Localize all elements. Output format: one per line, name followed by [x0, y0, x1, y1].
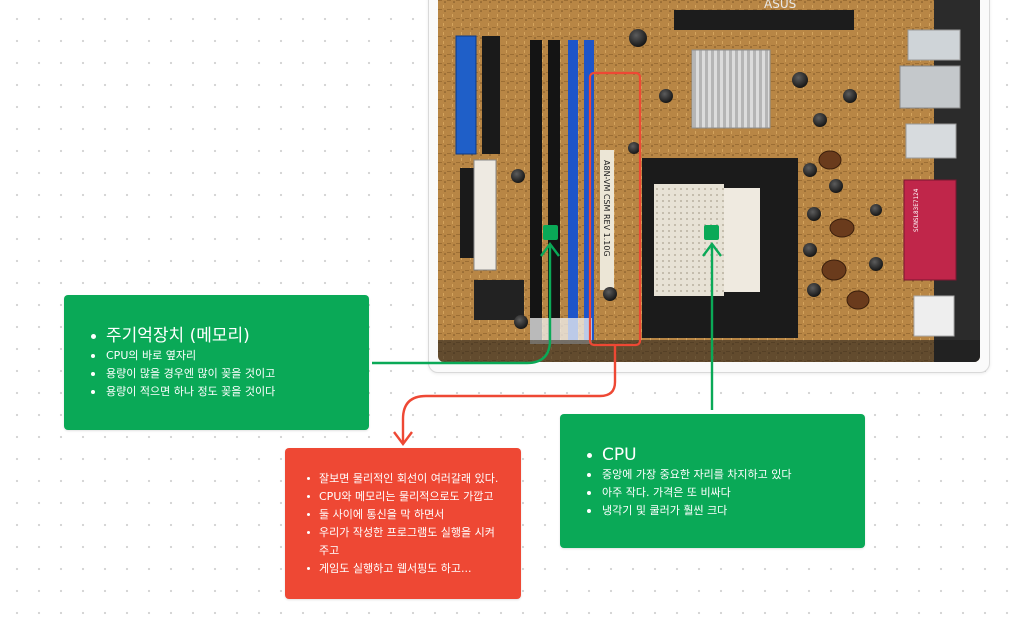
bus-item: 잘보면 물리적인 회선이 여러갈래 있다. [307, 470, 515, 488]
bus-item: 우리가 작성한 프로그램도 실행을 시켜 [307, 524, 515, 542]
memory-item: CPU의 바로 옆자리 [90, 347, 275, 365]
bus-item-continued: 주고 [319, 544, 340, 557]
memory-arrowhead [540, 242, 560, 257]
port-label-text: SCNSL83E7124 [913, 188, 920, 232]
bus-item: 둘 사이에 통신을 막 하면서 [307, 506, 515, 524]
cpu-item: 아주 작다. 가격은 또 비싸다 [587, 484, 792, 502]
cpu-card[interactable]: CPU 중앙에 가장 중요한 자리를 차지하고 있다 아주 작다. 가격은 또 … [560, 414, 865, 548]
memory-title: 주기억장치 (메모리) [90, 325, 275, 347]
motherboard-photo: SCNSL83E7124 ASUS A8N-VM CSM REV 1.10G [438, 0, 980, 362]
bus-arrowhead [393, 431, 413, 446]
memory-highlight-box [588, 71, 642, 347]
memory-item: 용량이 많을 경우엔 많이 꽂을 것이고 [90, 365, 275, 383]
port-label: SCNSL83E7124 [913, 188, 920, 232]
cpu-item: 중앙에 가장 중요한 자리를 차지하고 있다 [587, 466, 792, 484]
brand-logo-text: ASUS [764, 0, 796, 11]
memory-marker [543, 225, 558, 240]
memory-item: 용량이 적으면 하나 정도 꽂을 것이다 [90, 383, 275, 401]
cpu-arrowhead [702, 242, 722, 257]
model-label-text: A8N-VM CSM REV 1.10G [602, 160, 611, 257]
cpu-item: 냉각기 및 쿨러가 훨씬 크다 [587, 502, 792, 520]
bus-item: CPU와 메모리는 물리적으로도 가깝고 [307, 488, 515, 506]
bus-item: 게임도 실행하고 웹서핑도 하고... [307, 560, 515, 578]
bus-connector [401, 346, 617, 442]
cpu-marker [704, 225, 719, 240]
bus-card[interactable]: 잘보면 물리적인 회선이 여러갈래 있다. CPU와 메모리는 물리적으로도 가… [285, 448, 521, 599]
memory-connector [372, 244, 552, 365]
cpu-title: CPU [587, 444, 792, 466]
memory-card[interactable]: 주기억장치 (메모리) CPU의 바로 옆자리 용량이 많을 경우엔 많이 꽂을… [64, 295, 369, 430]
